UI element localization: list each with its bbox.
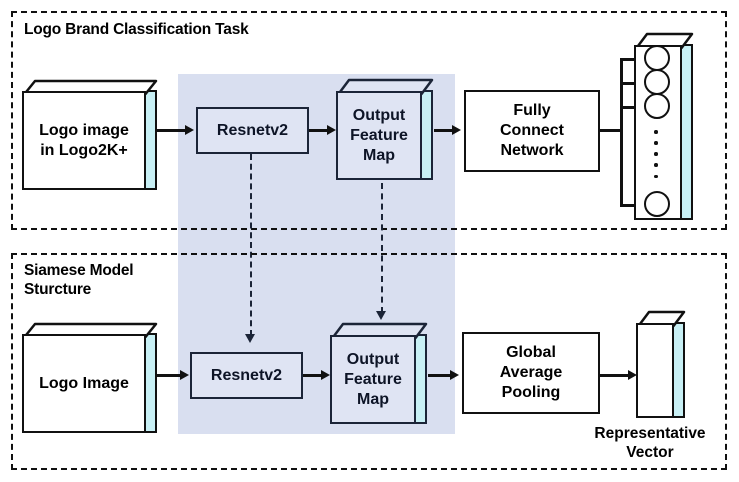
shared-weights-link-backbone-head xyxy=(245,334,255,343)
arrow-pooling-to-vector-line xyxy=(600,374,630,377)
bottom-input-box: Logo Image xyxy=(22,322,158,435)
fcn-branch-line-3 xyxy=(620,106,644,109)
top-feature-map-box: Output Feature Map xyxy=(336,78,434,183)
shared-weights-link-feature-map xyxy=(381,183,383,313)
arrow-bottom-input-to-backbone-head xyxy=(180,369,189,380)
panel-siamese-model-structure xyxy=(11,253,727,470)
arrow-top-feature-to-head-line xyxy=(434,129,456,132)
top-input-box: Logo image in Logo2K+ xyxy=(22,79,158,192)
bottom-feature-map-front-face: Output Feature Map xyxy=(330,335,416,424)
class-probability-vector xyxy=(634,32,694,222)
bottom-feature-map-box: Output Feature Map xyxy=(330,322,428,427)
fcn-output-bus-vertical xyxy=(620,58,623,206)
panel-logo-brand-classification-task xyxy=(11,11,727,230)
arrow-bottom-backbone-to-feature-head xyxy=(321,369,330,380)
fcn-branch-line-1 xyxy=(620,58,644,61)
arrow-pooling-to-vector-head xyxy=(628,369,637,380)
top-feature-map-front-face: Output Feature Map xyxy=(336,91,422,180)
panel-bottom-title: Siamese Model Sturcture xyxy=(24,262,134,298)
arrow-top-input-to-backbone-line xyxy=(157,129,187,132)
output-neuron-last xyxy=(644,191,670,217)
fcn-branch-line-4 xyxy=(620,204,644,207)
output-neuron-ellipsis-dots xyxy=(652,130,660,178)
arrow-bottom-feature-to-pooling-line xyxy=(428,374,454,377)
output-neuron-3 xyxy=(644,93,670,119)
arrow-bottom-input-to-backbone-line xyxy=(157,374,182,377)
shared-weights-link-feature-map-head xyxy=(376,311,386,320)
bottom-input-box-front-face: Logo Image xyxy=(22,334,146,433)
fcn-branch-line-2 xyxy=(620,82,644,85)
fcn-output-bus-line xyxy=(600,129,622,132)
output-neuron-2 xyxy=(644,69,670,95)
arrow-top-backbone-to-feature-line xyxy=(309,129,331,132)
top-backbone-box: Resnetv2 xyxy=(196,107,309,154)
class-vector-front-face xyxy=(634,45,682,220)
arrow-top-feature-to-head-head xyxy=(452,124,461,135)
top-input-box-front-face: Logo image in Logo2K+ xyxy=(22,91,146,190)
arrow-bottom-feature-to-pooling-head xyxy=(450,369,459,380)
representative-vector-caption: Representative Vector xyxy=(594,425,706,461)
output-neuron-1 xyxy=(644,45,670,71)
representative-vector-front-face xyxy=(636,323,674,418)
panel-top-title: Logo Brand Classification Task xyxy=(24,21,249,38)
arrow-top-input-to-backbone-head xyxy=(185,124,194,135)
global-average-pooling-box: Global Average Pooling xyxy=(462,332,600,414)
bottom-backbone-box: Resnetv2 xyxy=(190,352,303,399)
arrow-top-backbone-to-feature-head xyxy=(327,124,336,135)
arrow-bottom-backbone-to-feature-line xyxy=(303,374,325,377)
representative-vector-box xyxy=(636,310,686,420)
fully-connect-network-box: Fully Connect Network xyxy=(464,90,600,172)
shared-weights-link-backbone xyxy=(250,154,252,336)
